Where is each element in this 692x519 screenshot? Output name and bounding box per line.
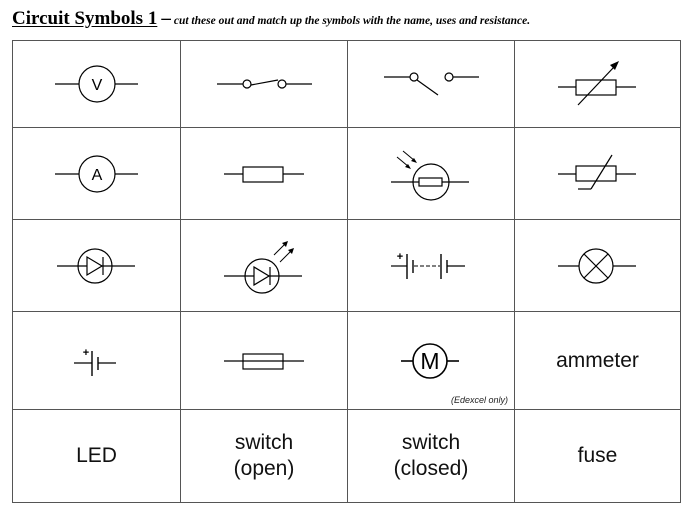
- card-ldr-symbol[interactable]: [348, 128, 515, 220]
- voltmeter-glyph: V: [91, 77, 102, 94]
- cell-positive-glyph: +: [82, 347, 88, 359]
- label-switch-closed-line1: switch: [401, 431, 461, 454]
- card-battery-symbol[interactable]: +: [348, 220, 515, 312]
- card-diode-symbol[interactable]: [13, 220, 181, 312]
- worksheet-title: Circuit Symbols 1: [12, 8, 158, 29]
- symbols-grid: V: [12, 40, 681, 503]
- title-dash: –: [161, 8, 171, 29]
- battery-symbol-icon: +: [391, 251, 465, 279]
- card-switch-open-symbol[interactable]: [348, 41, 515, 128]
- card-voltmeter-symbol[interactable]: V: [13, 41, 181, 128]
- battery-positive-glyph: +: [397, 251, 403, 263]
- lamp-symbol-icon: [557, 247, 636, 284]
- card-led-symbol[interactable]: [181, 220, 348, 312]
- label-fuse: fuse: [577, 444, 618, 467]
- card-motor-symbol[interactable]: M (Edexcel only): [348, 312, 515, 410]
- diode-symbol-icon: [56, 247, 135, 284]
- card-resistor-symbol[interactable]: [181, 128, 348, 220]
- worksheet-header: Circuit Symbols 1–cut these out and matc…: [12, 8, 530, 30]
- cell-symbol-icon: +: [73, 347, 116, 376]
- card-label-switch-closed[interactable]: switch (closed): [348, 410, 515, 502]
- motor-symbol-icon: M: [401, 342, 459, 379]
- label-switch-closed-line2: (closed): [393, 457, 469, 480]
- resistor-symbol-icon: [224, 165, 304, 183]
- ldr-symbol-icon: [391, 150, 469, 201]
- fuse-symbol-icon: [224, 352, 304, 370]
- label-led: LED: [76, 444, 117, 467]
- card-label-fuse[interactable]: fuse: [515, 410, 680, 502]
- led-symbol-icon: [224, 240, 302, 294]
- label-switch-open: switch (open): [234, 430, 295, 482]
- card-switch-closed-symbol[interactable]: [181, 41, 348, 128]
- card-label-ammeter[interactable]: ammeter: [515, 312, 680, 410]
- variable-resistor-symbol-icon: [557, 61, 636, 106]
- voltmeter-symbol-icon: V: [54, 65, 138, 103]
- card-fuse-symbol[interactable]: [181, 312, 348, 410]
- ammeter-symbol-icon: A: [54, 154, 138, 193]
- card-ammeter-symbol[interactable]: A: [13, 128, 181, 220]
- card-thermistor-symbol[interactable]: [515, 128, 680, 220]
- thermistor-symbol-icon: [557, 154, 636, 190]
- switch-closed-symbol-icon: [217, 79, 312, 89]
- card-cell-symbol[interactable]: +: [13, 312, 181, 410]
- edexcel-only-note: (Edexcel only): [450, 395, 508, 405]
- motor-glyph: M: [420, 348, 439, 374]
- card-label-switch-open[interactable]: switch (open): [181, 410, 348, 502]
- worksheet-instructions: cut these out and match up the symbols w…: [173, 15, 531, 27]
- card-label-led[interactable]: LED: [13, 410, 181, 502]
- switch-open-symbol-icon: [384, 72, 479, 96]
- label-switch-open-line1: switch: [234, 431, 294, 454]
- card-lamp-symbol[interactable]: [515, 220, 680, 312]
- card-variable-resistor-symbol[interactable]: [515, 41, 680, 128]
- label-switch-closed: switch (closed): [394, 430, 469, 482]
- label-switch-open-line2: (open): [233, 457, 295, 480]
- label-ammeter: ammeter: [556, 348, 639, 372]
- ammeter-glyph: A: [91, 167, 102, 184]
